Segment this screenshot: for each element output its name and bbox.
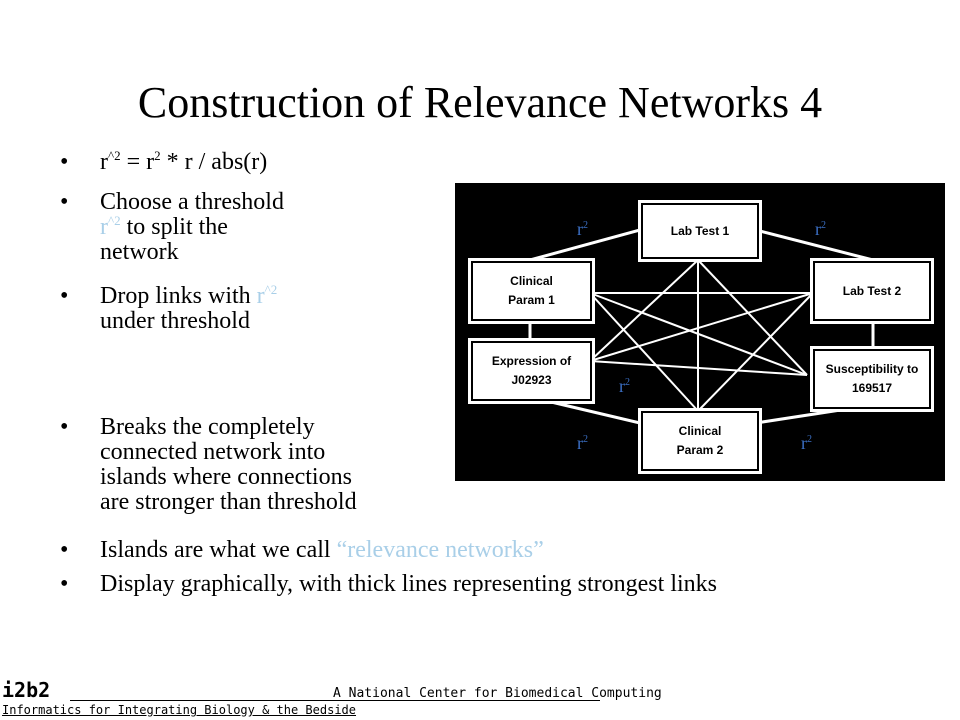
- bullet-dot: •: [60, 414, 69, 440]
- bullet-display-text: Display graphically, with thick lines re…: [100, 571, 717, 597]
- bullet-line: Choose a threshold: [100, 189, 284, 215]
- bullet-dot: •: [60, 283, 69, 309]
- node-lab-test-1: Lab Test 1: [638, 200, 762, 262]
- bullet-line: islands where connections: [100, 464, 352, 490]
- edge-lab1-susc: [697, 259, 808, 376]
- bullet-line: connected network into: [100, 439, 326, 465]
- formula-text: r^2 = r2 * r / abs(r): [100, 148, 268, 175]
- edge-expr-susc: [589, 360, 808, 376]
- r2-highlight: r^2: [256, 282, 278, 309]
- bullet-line: Drop links with r^2: [100, 282, 278, 309]
- node-lab-test-2: Lab Test 2: [810, 258, 934, 324]
- bullet-dot: •: [60, 571, 69, 597]
- footer-subtitle: Informatics for Integrating Biology & th…: [2, 703, 357, 717]
- edge-lab1-expr: [589, 259, 699, 362]
- bullet-breaks-text: Breaks the completely connected network …: [100, 415, 357, 515]
- bullet-line: r^2 to split the: [100, 213, 228, 240]
- edge-expr-cp2: [529, 395, 641, 425]
- edge-label-r2: r2: [619, 376, 630, 396]
- i2b2-logo: i2b2: [2, 678, 51, 702]
- edge-label-r2: r2: [577, 433, 588, 453]
- bullet-dot: •: [60, 149, 69, 175]
- bullet-line: are stronger than threshold: [100, 489, 357, 515]
- r2-highlight: r^2: [100, 213, 121, 240]
- edge-label-r2: r2: [801, 433, 812, 453]
- footer-divider: [70, 700, 600, 701]
- bullet-islands-text: Islands are what we call “relevance netw…: [100, 537, 544, 563]
- network-edges: [528, 228, 875, 425]
- bullet-drop-text: Drop links with r^2 under threshold: [100, 282, 278, 334]
- bullet-threshold-text: Choose a threshold r^2 to split the netw…: [100, 190, 284, 265]
- edge-cp1-susc: [589, 292, 808, 376]
- bullet-dot: •: [60, 189, 69, 215]
- bullet-line: Breaks the completely: [100, 414, 315, 440]
- edge-cp1-cp2: [589, 292, 699, 412]
- bullet-line: network: [100, 239, 179, 265]
- edge-lab1-lab2: [755, 228, 874, 262]
- bullet-line: under threshold: [100, 308, 250, 334]
- page-title: Construction of Relevance Networks 4: [137, 78, 823, 127]
- edge-lab1-cp1: [529, 228, 641, 262]
- edge-label-r2: r2: [815, 219, 826, 239]
- edge-lab2-expr: [589, 292, 814, 362]
- edge-lab2-cp2: [697, 292, 814, 412]
- footer-center-text: A National Center for Biomedical Computi…: [333, 686, 662, 701]
- relevance-networks-highlight: “relevance networks”: [336, 537, 544, 563]
- edge-label-r2: r2: [577, 219, 588, 239]
- bullet-dot: •: [60, 537, 69, 563]
